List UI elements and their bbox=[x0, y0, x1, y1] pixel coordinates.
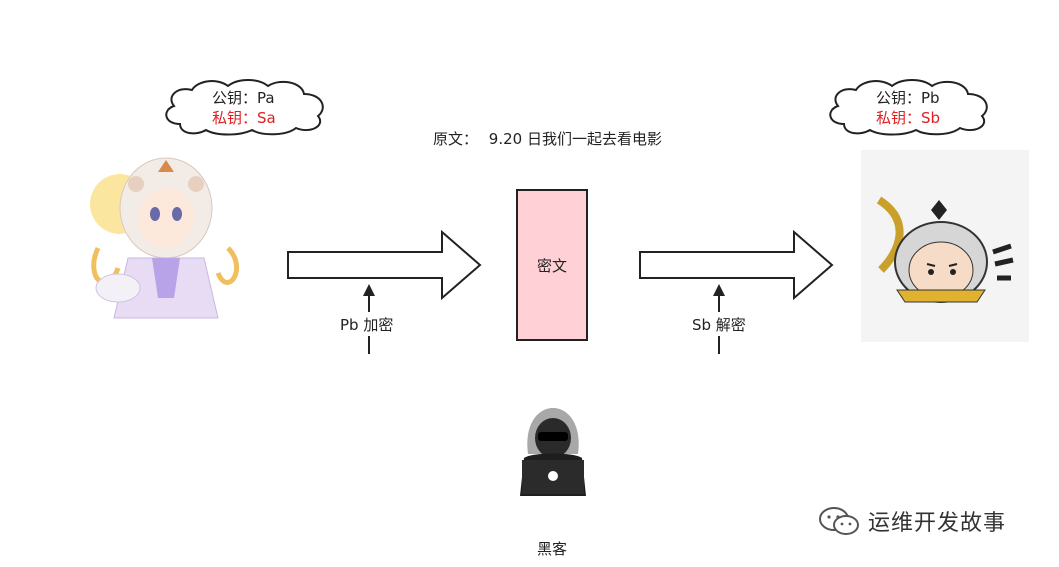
wechat-icon bbox=[819, 507, 859, 535]
ciphertext-label: 密文 bbox=[536, 256, 567, 275]
encrypt-pointer-arrow bbox=[363, 284, 375, 354]
plaintext-label: 原文： bbox=[433, 130, 479, 148]
encrypt-label: Pb 加密 bbox=[340, 316, 394, 334]
decrypt-pointer-arrow bbox=[713, 284, 725, 354]
receiver-private-key: 私钥：Sb bbox=[876, 109, 941, 127]
hacker-label: 黑客 bbox=[537, 540, 568, 558]
plaintext-value: 9.20 日我们一起去看电影 bbox=[488, 130, 662, 148]
receiver-key-cloud bbox=[829, 79, 988, 136]
ciphertext-box: 密文 bbox=[516, 189, 588, 341]
watermark: 运维开发故事 bbox=[818, 505, 1006, 537]
receiver-character-illustration bbox=[861, 150, 1029, 342]
receiver-public-key: 公钥：Pb bbox=[876, 89, 940, 107]
sender-key-cloud bbox=[165, 79, 324, 136]
decrypt-label: Sb 解密 bbox=[692, 316, 746, 334]
hacker-icon bbox=[520, 408, 586, 496]
plaintext-line: 原文： 9.20 日我们一起去看电影 bbox=[433, 128, 662, 149]
sender-public-key: 公钥：Pa bbox=[212, 89, 275, 107]
sender-private-key: 私钥：Sa bbox=[212, 109, 276, 127]
watermark-text: 运维开发故事 bbox=[868, 511, 1007, 536]
encrypt-arrow bbox=[287, 230, 482, 300]
decrypt-arrow bbox=[639, 230, 834, 300]
sender-character-illustration bbox=[90, 157, 240, 319]
